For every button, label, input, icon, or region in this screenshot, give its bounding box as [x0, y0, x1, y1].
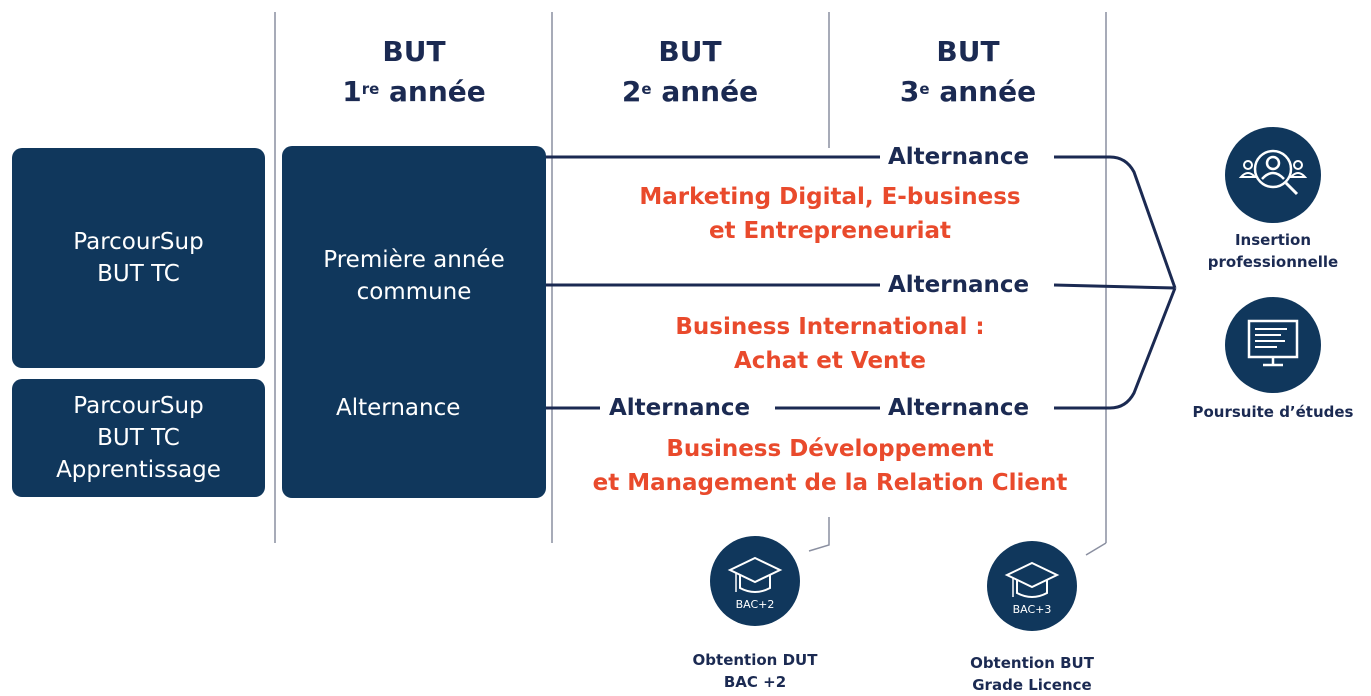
- merge-curve-1: [1054, 155, 1177, 289]
- specialty-international-line-1: Business International :: [675, 314, 985, 340]
- header-year-2-subtitle: 2e année: [621, 75, 759, 108]
- monitor-icon: [1225, 297, 1321, 393]
- specialty-relation-client: Business Développement et Management de …: [550, 432, 1110, 500]
- parcoursup-box: ParcourSup BUT TC: [12, 148, 265, 368]
- dut-label: Obtention DUT BAC +2: [665, 649, 845, 693]
- header-year-3-subtitle: 3e année: [899, 75, 1037, 108]
- insertion-label-line-1: Insertion: [1234, 231, 1312, 249]
- header-year-2-title: BUT: [658, 35, 722, 68]
- insertion-label-line-2: professionnelle: [1207, 253, 1339, 271]
- track2-year3-alternance: Alternance: [882, 271, 1036, 299]
- specialty-marketing-line-2: et Entrepreneuriat: [708, 218, 952, 244]
- track3-year3-alternance: Alternance: [882, 394, 1036, 422]
- specialty-international: Business International : Achat et Vente: [550, 310, 1110, 378]
- but-label: Obtention BUT Grade Licence: [941, 652, 1123, 696]
- first-year-line-2: commune: [356, 279, 472, 305]
- first-year-line-1: Première année: [323, 247, 505, 273]
- dut-label-line-2: BAC +2: [723, 673, 787, 691]
- specialty-marketing: Marketing Digital, E-business et Entrepr…: [550, 180, 1110, 248]
- header-year-2: BUT 2e année: [570, 32, 810, 112]
- insertion-label: Insertion professionnelle: [1185, 229, 1361, 273]
- specialty-international-line-2: Achat et Vente: [733, 348, 927, 374]
- first-year-alternance: Alternance: [330, 394, 467, 422]
- dut-graduation-cap-icon: BAC+2: [710, 536, 800, 626]
- header-year-1-subtitle: 1re année: [342, 75, 486, 108]
- parcoursup-line-2: BUT TC: [97, 261, 180, 287]
- but-graduation-cap-icon: BAC+3: [987, 541, 1077, 631]
- apprentissage-line-2: BUT TC: [97, 425, 180, 451]
- specialty-relation-client-line-1: Business Développement: [666, 436, 994, 462]
- specialty-marketing-line-1: Marketing Digital, E-business: [639, 184, 1021, 210]
- merge-curve-2: [1053, 283, 1176, 290]
- dut-pointer: [808, 517, 830, 552]
- but-label-line-1: Obtention BUT: [970, 654, 1094, 672]
- header-year-3: BUT 3e année: [848, 32, 1088, 112]
- header-year-1-title: BUT: [382, 35, 446, 68]
- but-badge-text: BAC+3: [1012, 603, 1052, 616]
- apprentissage-line-1: ParcourSup: [73, 393, 204, 419]
- but-pointer: [1085, 542, 1107, 556]
- apprentissage-box: ParcourSup BUT TC Apprentissage: [12, 379, 265, 497]
- but-label-line-2: Grade Licence: [972, 676, 1092, 694]
- first-year-box: Première année commune: [282, 146, 546, 498]
- track1-year3-alternance: Alternance: [882, 143, 1036, 171]
- track3-year2-alternance: Alternance: [603, 394, 757, 422]
- apprentissage-line-3: Apprentissage: [56, 457, 221, 483]
- insertion-icon: [1225, 127, 1321, 223]
- header-year-1: BUT 1re année: [294, 32, 534, 112]
- dut-badge-text: BAC+2: [735, 598, 775, 611]
- merge-curve-3: [1054, 287, 1177, 410]
- dut-label-line-1: Obtention DUT: [692, 651, 818, 669]
- parcoursup-line-1: ParcourSup: [73, 229, 204, 255]
- poursuite-label: Poursuite d’études: [1192, 403, 1354, 421]
- header-year-3-title: BUT: [936, 35, 1000, 68]
- specialty-relation-client-line-2: et Management de la Relation Client: [592, 470, 1068, 496]
